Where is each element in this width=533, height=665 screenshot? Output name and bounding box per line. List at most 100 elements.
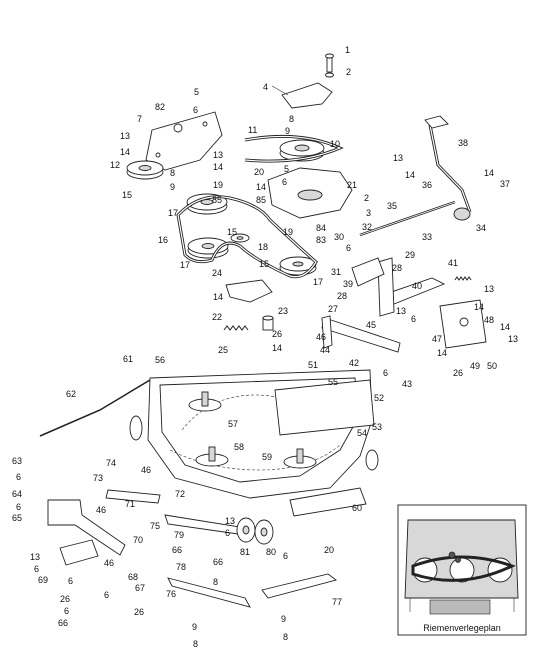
- callout: 13: [393, 153, 403, 163]
- callout: 28: [337, 291, 347, 301]
- callout: 67: [135, 583, 145, 593]
- callout: 4: [263, 82, 268, 92]
- deck-wheel-left: [129, 415, 143, 441]
- belt-cover-4: [271, 82, 333, 109]
- callout: 63: [12, 456, 22, 466]
- pulley-81: [236, 517, 256, 543]
- callout: 61: [123, 354, 133, 364]
- callout: 70: [133, 535, 143, 545]
- callout: 8: [193, 639, 198, 649]
- pulley-12: [126, 160, 164, 180]
- callout: 60: [352, 503, 362, 513]
- callout: 49: [470, 361, 480, 371]
- deck-wheel-right: [365, 449, 379, 471]
- callout: 66: [172, 545, 182, 555]
- callout: 16: [158, 235, 168, 245]
- callout: 6: [282, 177, 287, 187]
- callout: 32: [362, 222, 372, 232]
- callout: 13: [120, 131, 130, 141]
- callout: 72: [175, 489, 185, 499]
- callout: 58: [234, 442, 244, 452]
- arm-69: [59, 539, 99, 566]
- callout: 79: [174, 530, 184, 540]
- callout: 14: [213, 292, 223, 302]
- main-belt: [176, 195, 318, 279]
- handle-34: [453, 207, 471, 221]
- callout: 14: [500, 322, 510, 332]
- callout: 6: [283, 551, 288, 561]
- inset-caption: Riemenverlegeplan: [423, 623, 501, 633]
- callout: 40: [412, 281, 422, 291]
- bracket-47: [439, 299, 487, 349]
- spindle-58: [195, 446, 229, 467]
- callout: 36: [422, 180, 432, 190]
- callout: 9: [170, 182, 175, 192]
- callout: 80: [266, 547, 276, 557]
- callout: 14: [474, 302, 484, 312]
- callout: 8: [170, 168, 175, 178]
- callout: 14: [437, 348, 447, 358]
- callout: 14: [405, 170, 415, 180]
- callout: 8: [283, 632, 288, 642]
- callout: 19: [213, 180, 223, 190]
- callout: 35: [387, 201, 397, 211]
- blade-77: [261, 573, 338, 599]
- callout: 13: [213, 150, 223, 160]
- spring-41: [454, 276, 472, 281]
- callout: 22: [212, 312, 222, 322]
- callout: 11: [248, 125, 257, 135]
- spindle-57: [188, 391, 222, 412]
- belt-guard-21: [267, 167, 353, 219]
- callout: 2: [364, 193, 369, 203]
- bolt-1: [325, 53, 334, 78]
- callout: 2: [346, 67, 351, 77]
- bracket-28: [351, 257, 385, 287]
- plate-53: [274, 379, 375, 436]
- callout: 14: [256, 182, 266, 192]
- callout: 34: [476, 223, 486, 233]
- callout: 26: [60, 594, 70, 604]
- callout: 71: [125, 499, 135, 509]
- callout: 14: [213, 162, 223, 172]
- spacer-23: [262, 315, 274, 331]
- belt-11: [244, 134, 344, 163]
- callout: 85: [256, 195, 266, 205]
- callout: 46: [316, 332, 326, 342]
- callout: 66: [213, 557, 223, 567]
- callout: 14: [484, 168, 494, 178]
- callout: 21: [347, 180, 357, 190]
- callout: 8: [213, 577, 218, 587]
- callout: 23: [278, 306, 288, 316]
- callout: 46: [96, 505, 106, 515]
- bracket-42: [321, 315, 401, 353]
- callout: 66: [58, 618, 68, 628]
- callout: 42: [349, 358, 359, 368]
- callout: 14: [120, 147, 130, 157]
- callout-labels: 1 2 4 5 6 82 7 8 9 11 10 13 14 12 13 14 …: [12, 45, 518, 649]
- callout: 15: [259, 259, 269, 269]
- callout: 68: [128, 572, 138, 582]
- pulley-17-mid: [187, 237, 229, 259]
- bracket-plate-82: [145, 111, 223, 171]
- link-73: [105, 489, 161, 504]
- callout: 59: [262, 452, 272, 462]
- lever-38: [424, 115, 472, 213]
- callout: 13: [508, 334, 518, 344]
- spring-25: [223, 325, 249, 331]
- callout: 7: [137, 114, 142, 124]
- callout: 62: [66, 389, 76, 399]
- callout: 1: [345, 45, 350, 55]
- idler-18: [230, 233, 250, 243]
- callout: 51: [308, 360, 318, 370]
- callout: 24: [212, 268, 222, 278]
- callout: 15: [227, 227, 237, 237]
- callout: 6: [193, 105, 198, 115]
- callout: 17: [168, 208, 178, 218]
- pulley-10: [279, 139, 325, 162]
- callout: 26: [134, 607, 144, 617]
- callout: 6: [64, 606, 69, 616]
- callout: 17: [313, 277, 323, 287]
- callout: 57: [228, 419, 238, 429]
